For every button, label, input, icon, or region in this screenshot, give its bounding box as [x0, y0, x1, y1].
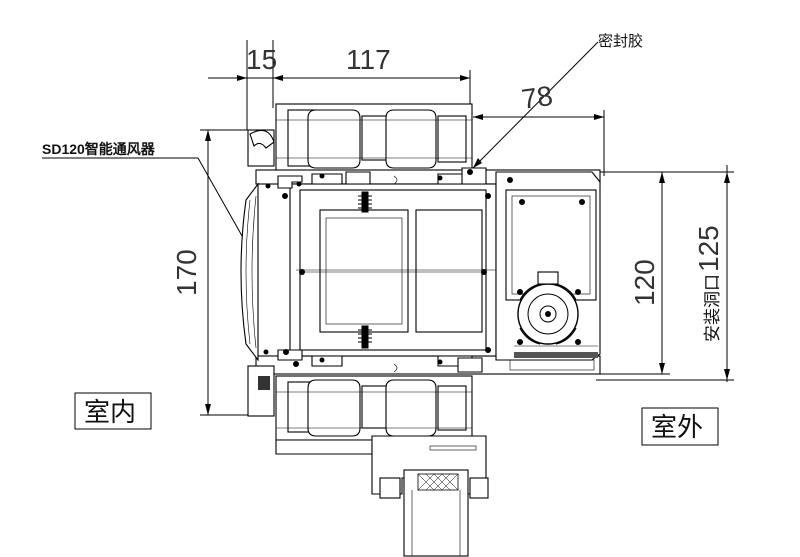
ventilator-label: SD120智能通风器: [42, 141, 156, 157]
indoor-label: 室内: [84, 398, 136, 428]
dimension-120: 120: [629, 259, 660, 306]
leader-lines: [42, 41, 599, 251]
ventilator-body: [240, 129, 601, 417]
opening-label: 安装洞口: [703, 274, 723, 342]
dimension-170: 170: [171, 249, 202, 296]
sealant-dots: [263, 169, 585, 367]
outdoor-label: 室外: [651, 413, 703, 443]
dimension-78: 78: [520, 80, 555, 115]
dimension-117: 117: [346, 44, 391, 75]
dimension-15: 15: [246, 44, 277, 75]
outdoor-box: [641, 407, 719, 446]
dimension-125: 125: [693, 225, 724, 272]
seal-label: 密封胶: [598, 32, 643, 50]
indoor-box: [74, 392, 152, 430]
